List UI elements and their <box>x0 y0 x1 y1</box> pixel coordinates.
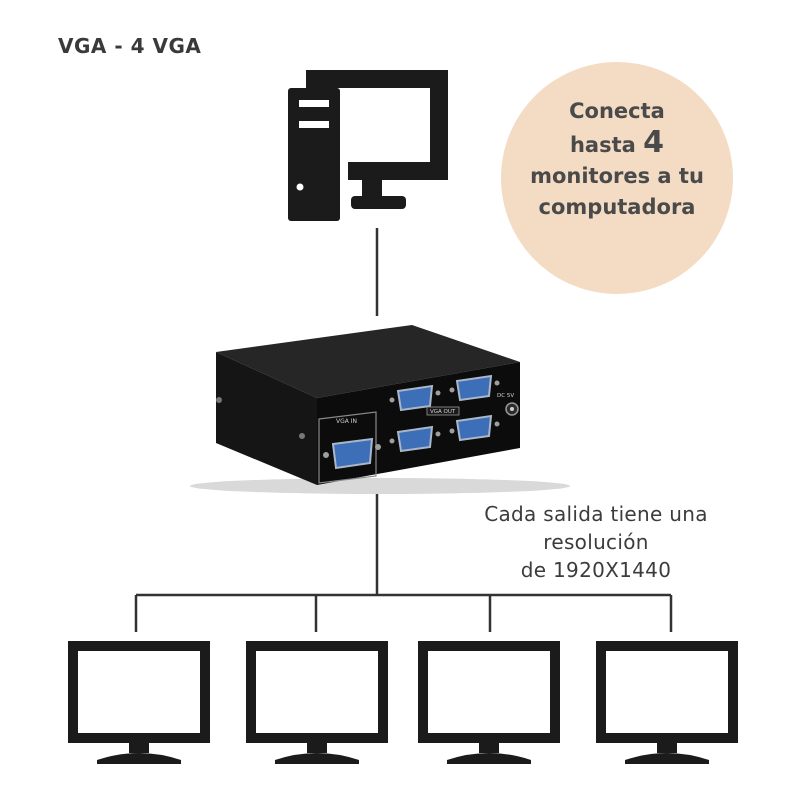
vga-out-connector-3 <box>396 425 434 453</box>
badge-line-2-prefix: hasta <box>569 133 644 157</box>
vga-out-label: VGA OUT <box>430 409 456 415</box>
vga-in-label: VGA IN <box>336 418 357 425</box>
badge-line-2: hasta 4 <box>501 127 733 161</box>
page-title: VGA - 4 VGA <box>58 34 202 58</box>
info-badge-text: Conecta hasta 4 monitores a tu computado… <box>501 96 733 223</box>
badge-line-1: Conecta <box>569 99 665 123</box>
vga-out-connector-4 <box>455 414 493 442</box>
resolution-caption: Cada salida tiene una resolución de 1920… <box>452 500 740 584</box>
badge-line-4: computadora <box>538 195 696 219</box>
badge-line-3: monitores a tu <box>530 164 704 188</box>
vga-out-connector-2 <box>455 374 493 402</box>
vga-splitter-device: VGA IN VGA OUT DC 5V <box>190 325 570 494</box>
monitor-icon <box>596 641 738 764</box>
monitor-icon <box>246 641 388 764</box>
connection-lines <box>134 228 673 632</box>
badge-monitor-count: 4 <box>643 125 665 160</box>
caption-line-3: de 1920X1440 <box>520 558 672 582</box>
vga-in-connector <box>331 437 374 470</box>
caption-line-1: Cada salida tiene una <box>484 502 708 526</box>
desktop-computer-icon <box>288 70 448 221</box>
monitor-icon <box>418 641 560 764</box>
info-badge <box>501 62 733 294</box>
caption-line-2: resolución <box>543 530 649 554</box>
monitor-icon <box>68 641 210 764</box>
dc-5v-label: DC 5V <box>497 393 514 399</box>
vga-out-connector-1 <box>396 384 434 412</box>
